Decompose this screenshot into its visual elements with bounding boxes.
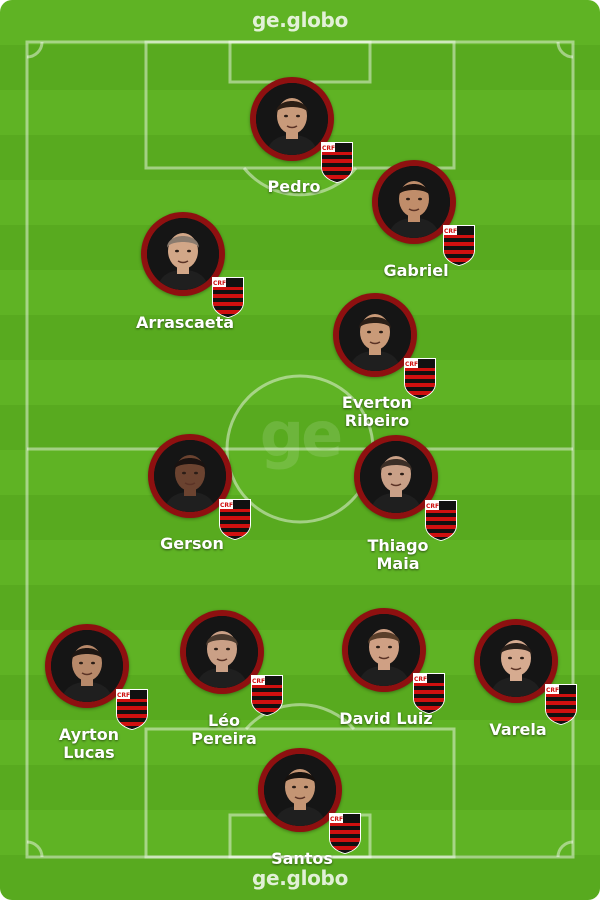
player-name: Thiago Maia (367, 536, 429, 573)
player-photo[interactable] (474, 619, 558, 703)
ge-globo-logo-bottom: ge.globo (251, 866, 349, 890)
player-photo[interactable] (258, 748, 342, 832)
svg-text:CRF: CRF (117, 692, 130, 699)
svg-text:CRF: CRF (546, 687, 559, 694)
svg-text:CRF: CRF (405, 361, 418, 368)
flamengo-crest-icon: CRF (250, 674, 284, 716)
player-photo[interactable] (333, 293, 417, 377)
player-photo[interactable] (141, 212, 225, 296)
player-photo[interactable] (180, 610, 264, 694)
player-name: Varela (489, 720, 547, 739)
svg-text:CRF: CRF (220, 502, 233, 509)
flamengo-crest-icon: CRF (403, 357, 437, 399)
player-name: Gabriel (383, 261, 449, 280)
player-photo[interactable] (354, 435, 438, 519)
ge-globo-logo-top: ge.globo (251, 8, 349, 32)
svg-text:CRF: CRF (330, 816, 343, 823)
svg-text:CRF: CRF (414, 676, 427, 683)
player-name: Gerson (160, 534, 224, 553)
flamengo-crest-icon: CRF (442, 224, 476, 266)
flamengo-crest-icon: CRF (544, 683, 578, 725)
player-name: Everton Ribeiro (341, 393, 413, 430)
flamengo-crest-icon: CRF (412, 672, 446, 714)
ge-watermark: ge (259, 398, 343, 471)
flamengo-crest-icon: CRF (115, 688, 149, 730)
player-name: Ayrton Lucas (58, 725, 120, 762)
svg-text:CRF: CRF (252, 678, 265, 685)
svg-text:CRF: CRF (444, 228, 457, 235)
player-photo[interactable] (372, 160, 456, 244)
flamengo-crest-icon: CRF (218, 498, 252, 540)
flamengo-crest-icon: CRF (211, 276, 245, 318)
player-photo[interactable] (250, 77, 334, 161)
player-name: Santos (271, 849, 333, 868)
player-photo[interactable] (148, 434, 232, 518)
player-name: Léo Pereira (191, 711, 257, 748)
flamengo-crest-icon: CRF (424, 499, 458, 541)
player-photo[interactable] (342, 608, 426, 692)
player-name: David Luiz (339, 709, 433, 728)
player-photo[interactable] (45, 624, 129, 708)
svg-text:CRF: CRF (213, 280, 226, 287)
flamengo-crest-icon: CRF (328, 812, 362, 854)
player-name: Arrascaeta (135, 313, 235, 332)
player-name: Pedro (267, 177, 321, 196)
svg-text:CRF: CRF (426, 503, 439, 510)
svg-text:CRF: CRF (322, 145, 335, 152)
flamengo-crest-icon: CRF (320, 141, 354, 183)
